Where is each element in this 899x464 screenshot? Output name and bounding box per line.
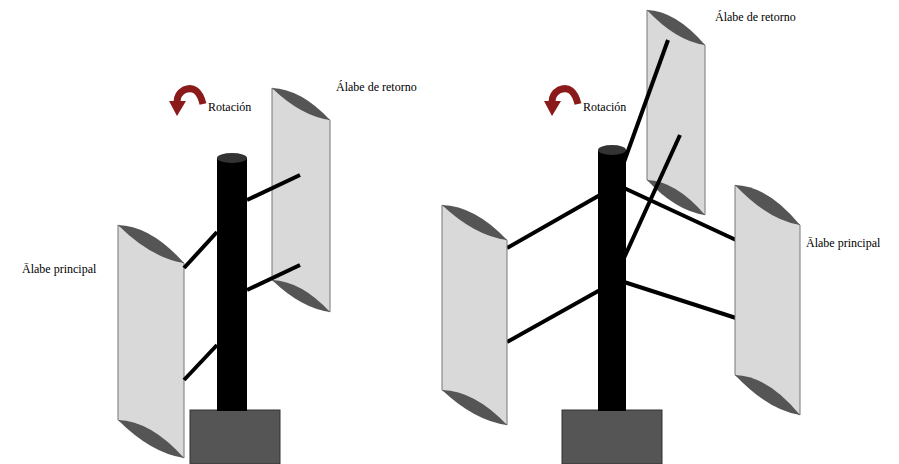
shaft-top: [598, 145, 626, 155]
main-blade: [442, 205, 507, 425]
blade-label: Ālabe principal: [806, 236, 880, 250]
arms: [507, 40, 736, 342]
return-blade: [272, 88, 330, 312]
blade-label: Álabe de retorno: [336, 80, 417, 94]
main-blade: [735, 185, 800, 415]
rotation-label: Rotación: [208, 100, 251, 114]
main-blade: [118, 225, 184, 458]
blade-label: Álabe de retorno: [715, 10, 796, 24]
left-turbine: [118, 88, 330, 464]
rotation-arrow: [169, 89, 203, 116]
shaft: [598, 150, 626, 411]
shaft-top: [217, 153, 247, 163]
blade-label: Ālabe principal: [22, 262, 96, 276]
base: [562, 410, 662, 464]
shaft: [217, 158, 247, 411]
base: [190, 410, 280, 464]
rotation-arrow: [544, 89, 578, 116]
right-turbine: [442, 10, 800, 464]
rotation-label: Rotación: [583, 100, 626, 114]
arms: [184, 175, 300, 380]
